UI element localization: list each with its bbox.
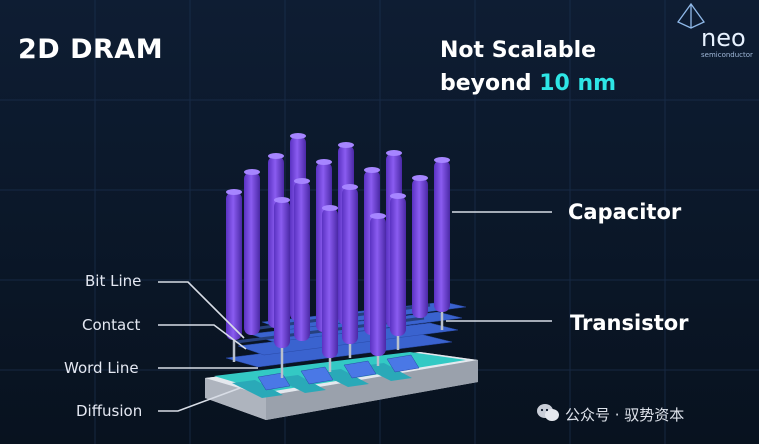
neo-logo-icon xyxy=(677,2,705,29)
scalability-claim-line1: Not Scalable xyxy=(440,38,597,63)
capacitor-pillar xyxy=(342,184,358,344)
bit-line-label: Bit Line xyxy=(85,272,142,290)
logo-subtext: semiconductor xyxy=(701,51,753,59)
capacitor-pillar xyxy=(226,189,242,340)
transistor-stems xyxy=(232,312,444,378)
capacitor-label: Capacitor xyxy=(568,200,682,224)
word-line-label: Word Line xyxy=(64,359,139,377)
scalability-claim-line2: beyond 10 nm xyxy=(440,71,616,96)
scalability-claim-prefix: beyond xyxy=(440,71,540,96)
capacitor-array xyxy=(226,133,450,358)
capacitor-pillar xyxy=(274,197,290,348)
capacitor-pillar xyxy=(412,175,428,318)
capacitor-pillar xyxy=(322,205,338,358)
page-title: 2D DRAM xyxy=(18,34,164,65)
leader-diffusion xyxy=(158,387,241,412)
transistor-label: Transistor xyxy=(570,311,689,335)
leader-lines xyxy=(158,211,552,412)
logo-wordmark: neo xyxy=(701,24,746,52)
capacitor-pillar xyxy=(390,193,406,336)
diffusion-label: Diffusion xyxy=(76,402,143,420)
capacitor-pillar xyxy=(294,178,310,341)
wechat-icon xyxy=(537,404,559,421)
contact-label: Contact xyxy=(82,316,141,334)
capacitor-pillar xyxy=(434,157,450,312)
leader-contact xyxy=(158,324,247,350)
leader-bit-line xyxy=(158,281,245,339)
capacitor-pillar xyxy=(244,169,260,335)
scalability-limit-value: 10 nm xyxy=(539,71,617,96)
capacitor-pillar xyxy=(370,213,386,356)
watermark-text: 公众号 · 驭势资本 xyxy=(565,406,685,424)
